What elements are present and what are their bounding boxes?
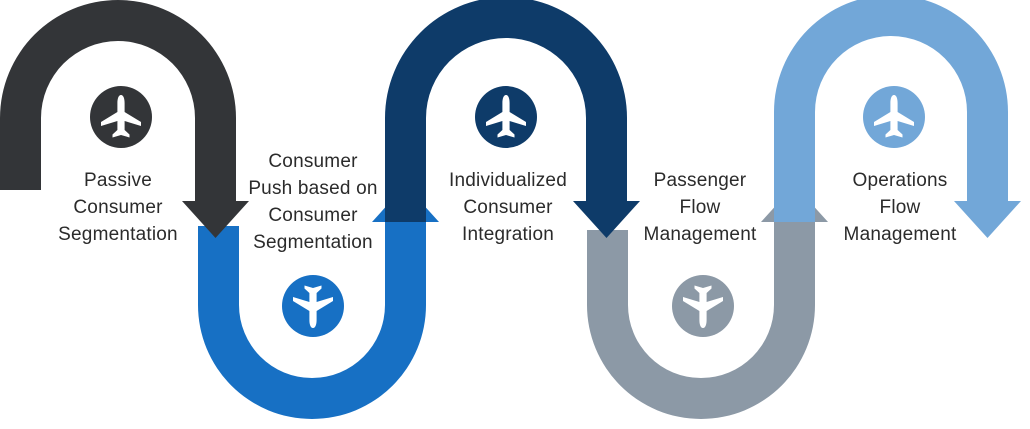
segment-3-band xyxy=(385,0,627,222)
step-1-line: Passive xyxy=(84,170,152,191)
segment-2-band xyxy=(198,220,426,419)
step-2-line: Consumer xyxy=(268,205,358,226)
step-4-label: Passenger Flow Management xyxy=(620,167,780,248)
segment-1-arrowhead xyxy=(182,201,249,238)
step-2-line: Segmentation xyxy=(253,232,373,253)
segment-5-arrowhead xyxy=(954,201,1021,238)
step-5-label: Operations Flow Management xyxy=(820,167,980,248)
step-3-airplane-takeoff-icon xyxy=(475,86,537,148)
segment-1-band xyxy=(0,0,236,203)
step-2-line: Push based on xyxy=(248,178,378,199)
step-1-line: Segmentation xyxy=(58,224,178,245)
step-5-airplane-takeoff-icon xyxy=(863,86,925,148)
step-5-line: Operations xyxy=(852,170,948,191)
step-3-line: Integration xyxy=(462,224,554,245)
step-3-label: Individualized Consumer Integration xyxy=(428,167,588,248)
step-3-line: Consumer xyxy=(463,197,553,218)
segment-5-band xyxy=(774,0,1008,222)
step-5-line: Flow xyxy=(879,197,921,218)
step-2-label: Consumer Push based on Consumer Segmenta… xyxy=(233,148,393,256)
step-4-line: Flow xyxy=(679,197,721,218)
step-5-line: Management xyxy=(843,224,957,245)
step-2-line: Consumer xyxy=(268,151,358,172)
step-2-airplane-landing-icon xyxy=(282,275,344,337)
step-4-line: Management xyxy=(643,224,757,245)
step-1-airplane-takeoff-icon xyxy=(90,86,152,148)
step-4-airplane-landing-icon xyxy=(672,275,734,337)
step-4-line: Passenger xyxy=(653,170,747,191)
step-1-line: Consumer xyxy=(73,197,163,218)
segment-3-arrowhead xyxy=(573,201,640,238)
step-3-line: Individualized xyxy=(449,170,567,191)
segment-4-band xyxy=(587,220,815,419)
step-1-label: Passive Consumer Segmentation xyxy=(38,167,198,248)
